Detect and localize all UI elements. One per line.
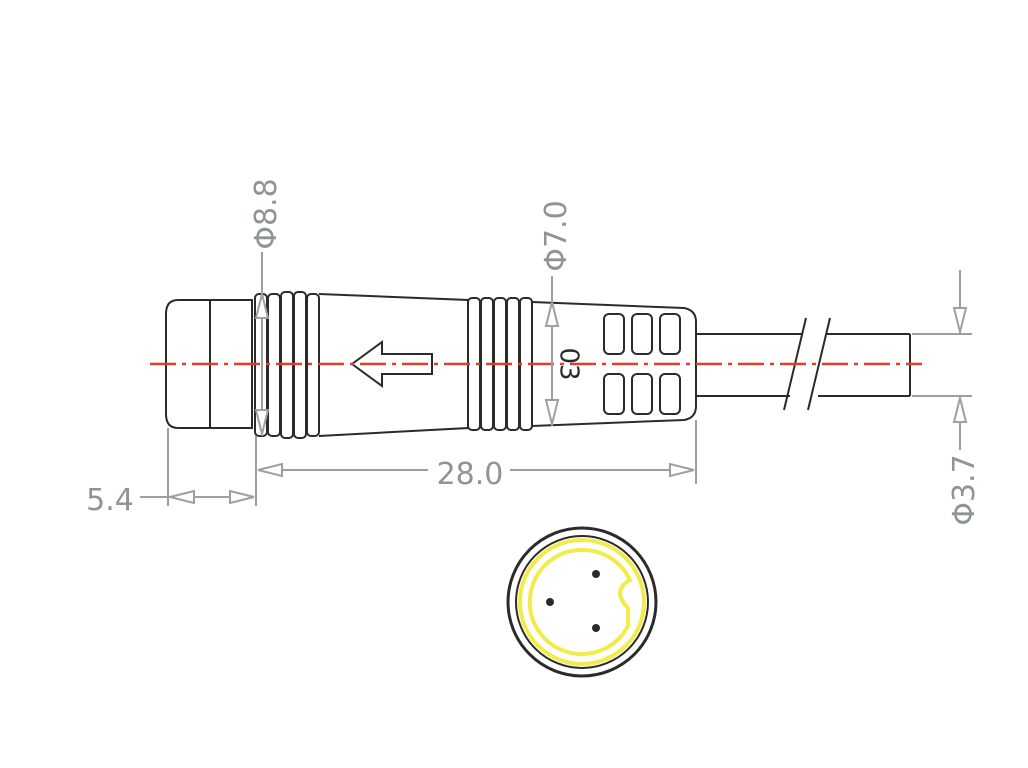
dim-label-length-5-4: 5.4 <box>86 483 134 518</box>
dimension-dia-8-8: Φ8.8 <box>249 178 284 436</box>
pin-3 <box>592 624 600 632</box>
cable-break-line <box>807 317 831 411</box>
dim-label-dia-7-0: Φ7.0 <box>539 200 574 271</box>
front-cap <box>165 299 253 429</box>
pin-2 <box>546 598 554 606</box>
pin-insert-outline <box>527 547 633 656</box>
dimension-length-5-4: 5.4 <box>86 428 255 518</box>
dimension-length-28: 28.0 <box>255 420 697 506</box>
dim-label-length-28: 28.0 <box>437 457 504 492</box>
connector-front-view <box>506 526 658 678</box>
direction-arrow-icon <box>350 340 433 388</box>
dim-label-dia-8-8: Φ8.8 <box>249 178 284 249</box>
dimension-dia-3-7: Φ3.7 <box>912 270 982 526</box>
boot-slots <box>603 313 681 415</box>
pin-1 <box>592 570 600 578</box>
dim-label-dia-3-7: Φ3.7 <box>947 454 982 525</box>
dimension-dia-7-0: Φ7.0 <box>539 200 574 426</box>
